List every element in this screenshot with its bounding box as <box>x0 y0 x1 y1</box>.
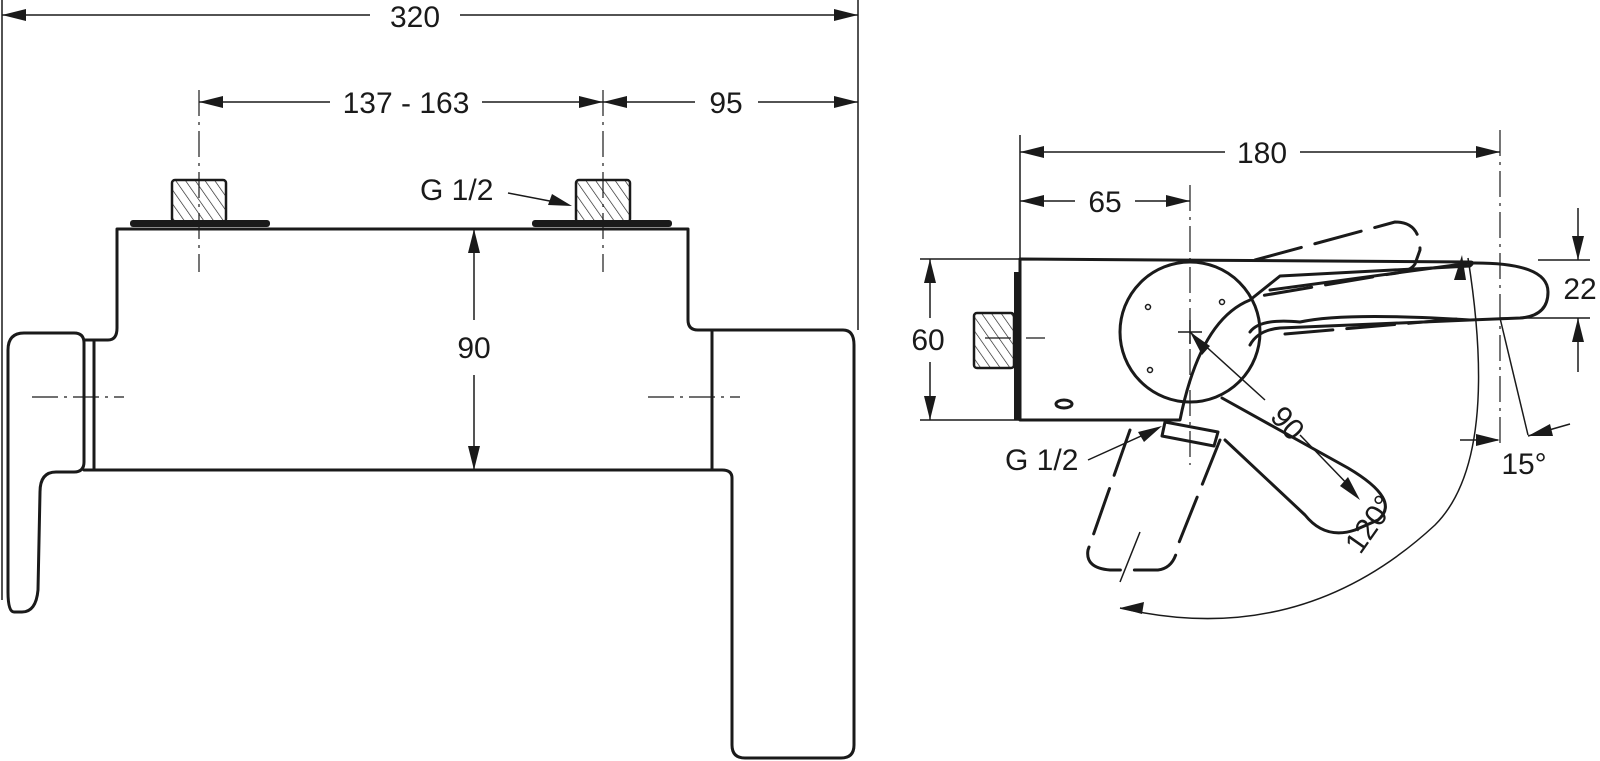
dimension-overall-depth: 180 <box>1020 137 1500 170</box>
side-mixer-body <box>1018 257 1474 422</box>
dimension-label-rotation-angle: 120° <box>1339 490 1402 560</box>
dimension-lever-length: 90 <box>1189 331 1360 500</box>
dimension-overall-width: 320 <box>1 0 859 600</box>
side-lever-rotated <box>1220 314 1472 535</box>
lever-ghost-down <box>1086 428 1222 572</box>
dimension-label-tilt-angle: 15° <box>1501 448 1546 481</box>
front-thread-label: G 1/2 <box>420 174 493 207</box>
dimension-label-lever-thickness: 22 <box>1563 273 1596 306</box>
front-lever-handle <box>6 331 86 614</box>
side-lever-horizontal <box>1248 261 1550 347</box>
right-mounting-plate <box>532 220 672 227</box>
dimension-lever-thickness: 22 <box>1500 208 1597 372</box>
lever-ghost-up <box>1253 220 1422 298</box>
left-mounting-plate <box>130 220 270 227</box>
side-body-vent <box>1054 398 1074 410</box>
side-thread-callout: G 1/2 <box>1005 426 1162 477</box>
dimension-inlet-spacing: 137 - 163 <box>199 87 603 120</box>
left-threaded-inlet <box>170 178 228 224</box>
side-thread-label: G 1/2 <box>1005 444 1078 477</box>
side-wall-plate <box>1014 272 1021 420</box>
dimension-label-inlet-to-edge: 95 <box>709 87 742 120</box>
dimension-label-inlet-depth: 65 <box>1088 186 1121 219</box>
mixer-body <box>92 227 856 760</box>
side-outlet <box>1160 420 1220 448</box>
lever-ghost-forward <box>1283 316 1472 336</box>
dimension-label-overall-depth: 180 <box>1237 137 1287 170</box>
dimension-inlet-to-edge: 95 <box>603 87 858 120</box>
dimension-label-lever-length: 90 <box>1264 400 1311 447</box>
dimension-body-height: 90 <box>457 229 491 470</box>
side-view: 180 65 60 22 <box>911 130 1597 620</box>
dimension-label-side-body-height: 60 <box>911 324 944 357</box>
dimension-side-body-height: 60 <box>911 258 1020 421</box>
front-view: 320 137 - 163 95 <box>1 0 859 760</box>
handle-disc <box>1118 260 1262 404</box>
front-thread-callout: G 1/2 <box>420 174 572 207</box>
dimension-inlet-depth: 65 <box>1020 186 1190 219</box>
dimension-label-inlet-spacing: 137 - 163 <box>343 87 470 120</box>
dimension-tilt-angle: 15° <box>1460 317 1571 481</box>
right-threaded-inlet <box>574 178 632 224</box>
dimension-label-body-height: 90 <box>457 332 490 365</box>
dimension-label-overall-width: 320 <box>390 1 440 34</box>
side-threaded-inlet <box>972 311 1016 370</box>
